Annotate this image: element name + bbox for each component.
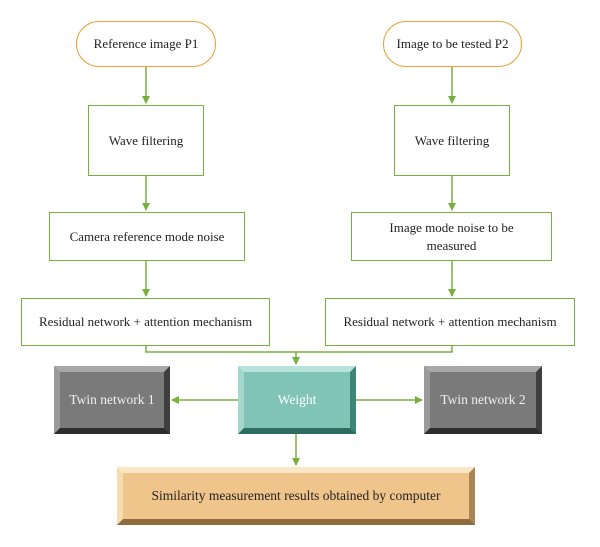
- weight-label: Weight: [277, 391, 317, 407]
- wave-filtering-left-node: Wave filtering: [88, 105, 204, 176]
- twin-network-1-node: Twin network 1: [54, 366, 170, 434]
- residual-network-left-label: Residual network + attention mechanism: [38, 314, 253, 330]
- weight-node: Weight: [238, 366, 356, 434]
- wave-filtering-right-node: Wave filtering: [394, 105, 510, 176]
- result-node: Similarity measurement results obtained …: [117, 467, 475, 525]
- image-noise-label: Image mode noise to be measured: [389, 219, 514, 253]
- test-image-label: Image to be tested P2: [396, 36, 509, 52]
- camera-noise-node: Camera reference mode noise: [49, 212, 245, 261]
- residual-network-left-node: Residual network + attention mechanism: [21, 298, 270, 346]
- result-label: Similarity measurement results obtained …: [151, 487, 441, 503]
- merge-line: [145, 346, 453, 353]
- wave-filtering-left-label: Wave filtering: [108, 132, 184, 148]
- reference-image-label: Reference image P1: [93, 36, 199, 52]
- residual-network-right-node: Residual network + attention mechanism: [325, 298, 575, 346]
- wave-filtering-right-label: Wave filtering: [414, 132, 490, 148]
- test-image-node: Image to be tested P2: [383, 21, 522, 67]
- twin-network-2-label: Twin network 2: [440, 391, 526, 407]
- twin-network-2-node: Twin network 2: [424, 366, 542, 434]
- twin-network-1-label: Twin network 1: [69, 391, 155, 407]
- image-noise-node: Image mode noise to be measured: [351, 212, 552, 261]
- residual-network-right-label: Residual network + attention mechanism: [343, 314, 557, 330]
- camera-noise-label: Camera reference mode noise: [69, 228, 225, 244]
- reference-image-node: Reference image P1: [76, 21, 216, 67]
